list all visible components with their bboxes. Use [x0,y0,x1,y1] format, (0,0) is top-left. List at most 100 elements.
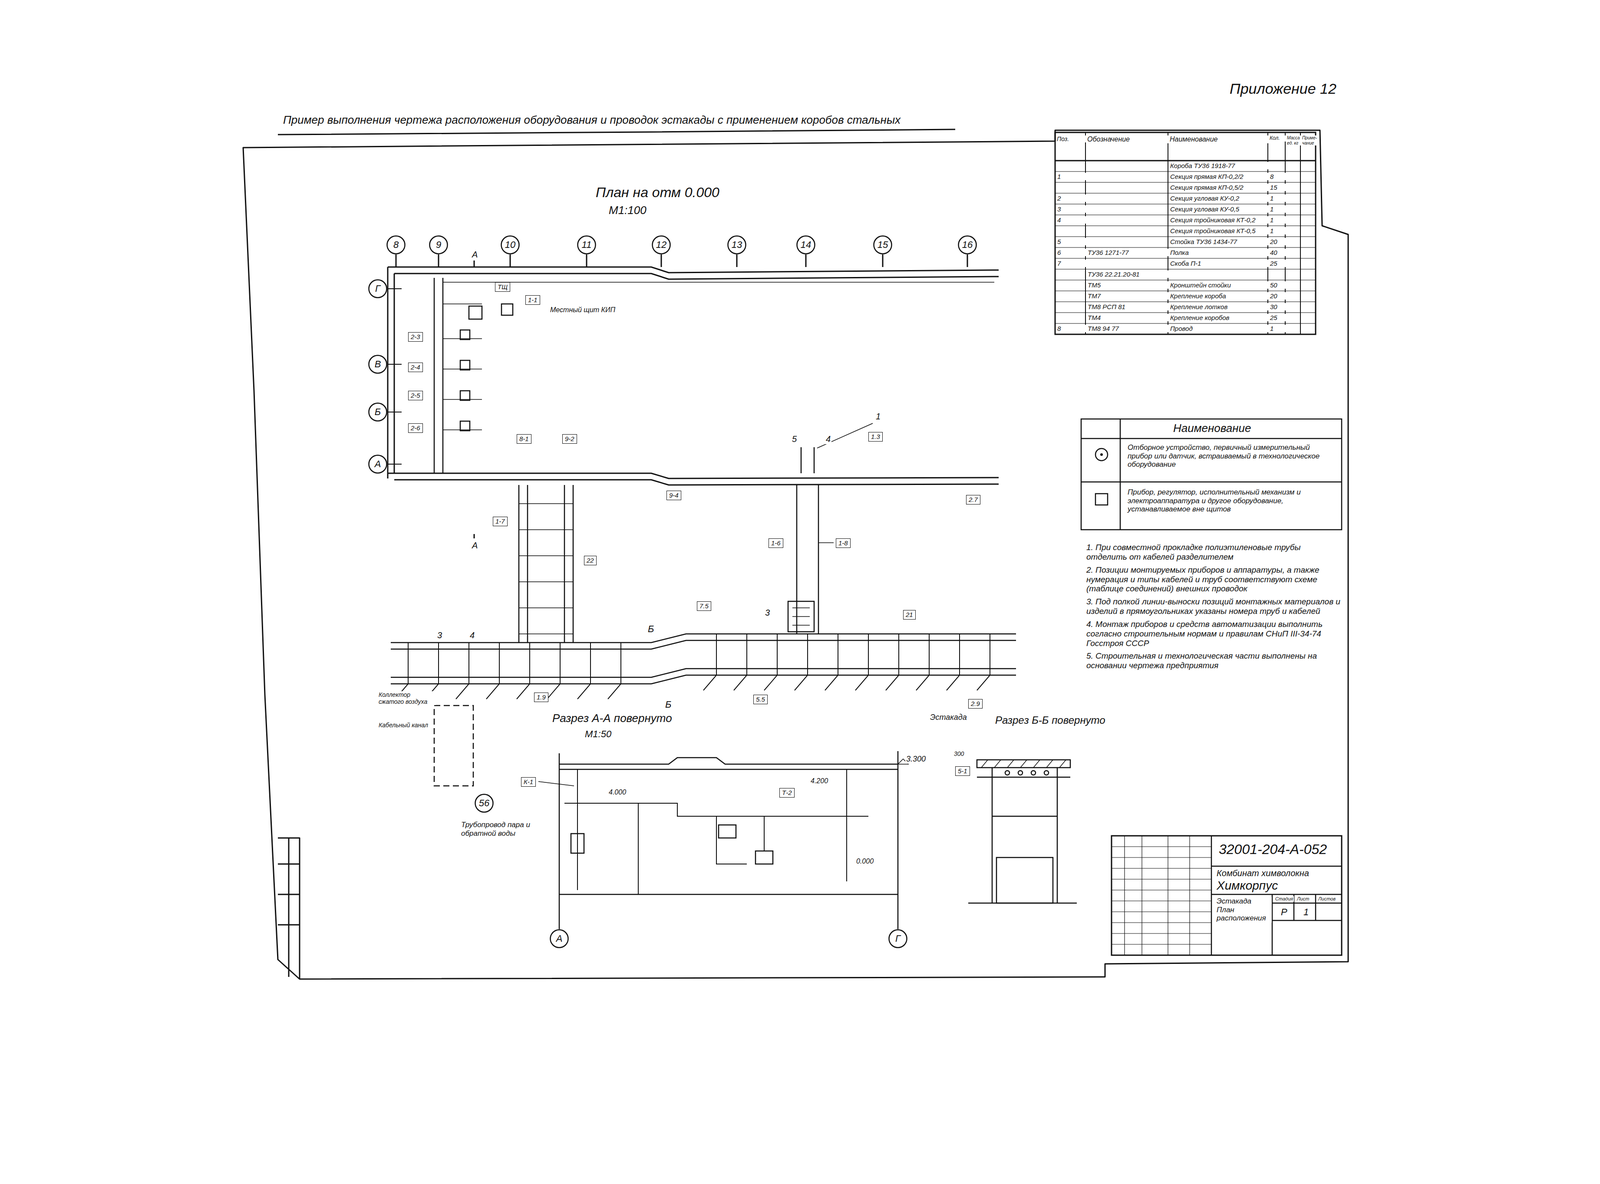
table-cell: Провод [1169,324,1269,333]
callout-number: 3 [436,630,443,641]
table-header: Поз. [1055,135,1087,143]
position-tag: 21 [903,610,916,620]
table-cell: 1 [1269,324,1286,333]
table-cell: 8 [1269,172,1286,181]
axis-bubble-outline [889,930,908,948]
legend-text: Отборное устройство, первичный измерител… [1126,443,1337,469]
legend-symbol [1091,446,1112,463]
appendix-note: Приложение 12 [1228,80,1338,98]
sheet-frame [277,837,300,980]
axis-bubble: 15 [873,235,893,255]
table-cell: 6 [1056,248,1086,257]
table-cell: 1 [1269,205,1286,213]
cable-ducts [434,277,443,474]
sheet-number: 1 [1302,906,1310,918]
section-a-a [718,824,736,838]
cable-ducts [801,447,815,474]
position-tag: 2-6 [408,423,423,433]
table-cell: 50 [1269,281,1286,289]
trestle [390,640,1017,650]
section-a-a [559,757,898,765]
note-text: 5. Строительная и технологическая части … [1085,651,1344,671]
plan-walls [387,254,999,485]
table-cell: 30 [1269,303,1286,311]
legend-symbol [1095,448,1108,461]
position-tag: 9-2 [562,434,578,444]
sheet-name: Эстакада План расположения [1215,897,1272,923]
position-tag: К-1 [521,777,536,787]
legend-header: Наименование [1172,422,1252,436]
legend-table [1081,418,1342,530]
node-text: 22 [586,556,594,565]
table-cell: Секция прямая КП-0,5/2 [1169,183,1269,192]
axis-bubble: 56 [474,793,494,813]
elevation-mark: 4.000 [607,788,627,797]
axis-bubble-outline [387,236,406,255]
node-text: 7.5 [699,602,709,610]
table-cell: 20 [1269,292,1286,300]
table-cell: Секция прямая КП-0,2/2 [1169,172,1269,181]
node-text: К-1 [523,778,534,786]
section-b-b [981,759,1066,768]
position-tag: 1-1 [525,295,541,305]
node-text: 10 [504,239,516,251]
position-tag: 2.9 [968,699,983,709]
table-cell: 4 [1056,216,1086,224]
node-text: 13 [731,239,743,251]
table-cell: 1 [1056,172,1086,181]
node-text: 2-5 [410,391,421,400]
title-block [1211,835,1342,956]
note-text: 2. Позиции монтируемых приборов и аппара… [1085,565,1344,594]
section-b-b [976,776,1071,779]
section-b-b [992,767,1058,904]
table-cell: 3 [1056,205,1086,213]
axis-bubble-outline [550,930,569,948]
table-header: Масса ед. кг [1286,135,1302,146]
cable-ducts [788,601,815,632]
title-block [1111,835,1212,956]
position-tag: 2-3 [408,332,423,342]
node-text: 2-4 [410,363,421,371]
section-b-b [1018,770,1023,776]
plan-title: План на отм 0.000 [594,184,721,201]
node-text: 1-7 [495,517,505,525]
sheet-frame [277,129,956,135]
elevation-mark: 0.000 [855,857,875,866]
position-tag: 9-4 [666,490,682,501]
table-cell: Короба ТУ36 1918-77 [1169,161,1269,170]
section-mark: А [471,540,479,551]
position-tag: 22 [583,555,597,566]
table-cell: 1 [1269,216,1286,224]
table-cell: ТМ8 РСП 81 [1086,303,1169,311]
node-text: 8 [393,239,399,251]
node-text: Т-2 [781,788,792,797]
cable-ducts [796,484,819,634]
legend-text: Прибор, регулятор, исполнительный механи… [1126,488,1337,514]
axis-bubble-outline [652,236,671,255]
axis-bubble: Б [368,402,388,422]
trestle [703,675,990,691]
table-cell: 40 [1269,248,1286,257]
cable-ducts [460,390,470,401]
axis-bubble-outline [369,455,387,474]
node-text: 15 [877,239,888,251]
axis-bubble: 11 [577,235,597,255]
cable-ducts [460,360,470,370]
axis-bubble: 10 [500,235,520,255]
plan-walls [395,254,968,268]
table-cell: ТУ36 22.21.20-81 [1086,270,1169,278]
node-text: 5.5 [755,695,766,703]
position-tag: Т-2 [779,788,795,798]
section-mark: А [471,249,479,260]
axis-bubble: 12 [651,235,671,255]
node-text: 2-6 [410,424,421,432]
position-tag: 1-7 [492,516,508,527]
callout-number: 4 [824,434,832,445]
position-tag: 1.9 [534,692,549,703]
table-cell: 15 [1269,183,1286,192]
table-cell: Секция угловая КУ-0,5 [1169,205,1269,213]
cable-ducts [501,303,513,316]
stamp-header: Лист [1296,896,1310,902]
